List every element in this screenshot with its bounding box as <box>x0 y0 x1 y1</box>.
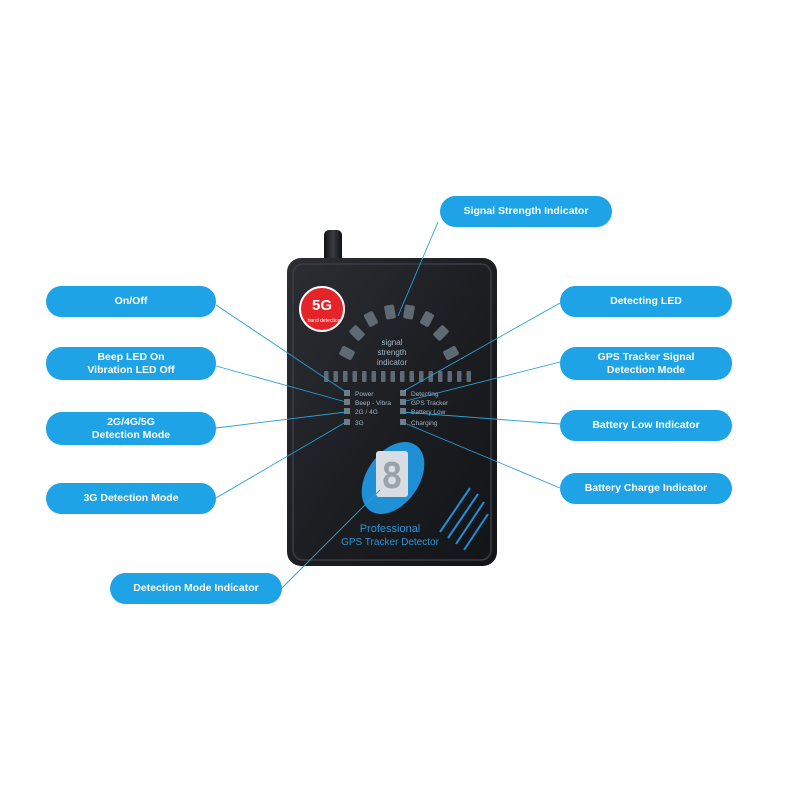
product-line-1: Professional <box>360 523 421 535</box>
callout-detection-mode-indicator: Detection Mode Indicator <box>110 573 282 604</box>
product-branding: Professional GPS Tracker Detector <box>341 487 489 551</box>
callout-battery-charge: Battery Charge Indicator <box>560 473 732 504</box>
leader-detecting <box>401 302 561 393</box>
callout-2g-4g-5g-line-2: Detection Mode <box>91 428 171 441</box>
led-labels-left: Power Beep - Vibra 2G / 4G 3G <box>355 391 391 427</box>
leader-detection-mode <box>281 489 381 589</box>
callout-beep-led-line-1: Beep LED On <box>97 350 165 363</box>
badge-main-text: 5G <box>312 297 332 314</box>
leader-lines <box>215 221 561 589</box>
callout-on-off: On/Off <box>46 286 216 317</box>
signal-label-line-2: strength <box>378 348 407 357</box>
callout-beep-led-line-2: Vibration LED Off <box>87 363 175 376</box>
detection-mode-display: 8 <box>361 441 425 515</box>
callout-gps-tracker-line-2: Detection Mode <box>606 363 686 376</box>
callout-detecting-led-text: Detecting LED <box>610 295 682 307</box>
signal-bar-segment <box>333 371 338 382</box>
leader-battery-low <box>401 411 561 425</box>
seven-segment-digit: 8 <box>381 456 403 497</box>
leader-signal-strength <box>397 221 439 317</box>
signal-strength-bar-row <box>324 371 471 382</box>
led-label-battery-low: Battery Low <box>411 409 446 416</box>
led-left-square <box>344 408 350 414</box>
product-line-2: GPS Tracker Detector <box>341 537 439 548</box>
signal-bar-segment <box>390 371 395 382</box>
callout-signal-strength: Signal Strength Indicator <box>440 196 612 227</box>
leader-beep <box>215 365 347 403</box>
leader-gps-tracker <box>401 361 561 403</box>
signal-bar-segment <box>428 371 433 382</box>
callout-battery-charge-text: Battery Charge Indicator <box>584 482 708 494</box>
callout-detection-mode-indicator-text: Detection Mode Indicator <box>133 582 259 594</box>
signal-label-line-3: indicator <box>377 358 408 367</box>
signal-bar-segment <box>447 371 452 382</box>
signal-bar-segment <box>352 371 357 382</box>
callout-battery-low: Battery Low Indicator <box>560 410 732 441</box>
callout-beep-led: Beep LED On Vibration LED Off <box>46 347 216 380</box>
signal-bar-segment <box>419 371 424 382</box>
led-label-beep-vibra: Beep - Vibra <box>355 400 391 407</box>
led-label-power: Power <box>355 391 374 398</box>
callout-3g-mode: 3G Detection Mode <box>46 483 216 514</box>
signal-strength-arc <box>339 304 459 360</box>
callout-2g-4g-5g-mode: 2G/4G/5G Detection Mode <box>46 412 216 445</box>
led-label-gps-tracker: GPS Tracker <box>411 400 449 407</box>
callout-battery-low-text: Battery Low Indicator <box>592 419 700 431</box>
led-labels-right: Detecting GPS Tracker Battery Low Chargi… <box>411 391 449 427</box>
led-right-square <box>400 390 406 396</box>
callout-gps-tracker-mode: GPS Tracker Signal Detection Mode <box>560 347 732 380</box>
signal-bar-segment <box>400 371 405 382</box>
signal-bar-segment <box>362 371 367 382</box>
signal-strength-label: signal strength indicator <box>377 338 408 367</box>
led-label-charging: Charging <box>411 420 438 427</box>
callout-gps-tracker-line-1: GPS Tracker Signal <box>597 350 695 363</box>
led-right-square <box>400 408 406 414</box>
signal-bar-segment <box>371 371 376 382</box>
5g-badge: 5G band detection <box>299 286 345 332</box>
signal-bar-segment <box>343 371 348 382</box>
led-label-3g: 3G <box>355 420 364 427</box>
led-label-2g-4g: 2G / 4G <box>355 409 378 416</box>
signal-label-line-1: signal <box>382 338 403 347</box>
callout-3g-mode-text: 3G Detection Mode <box>83 492 179 504</box>
leader-2g-4g-5g <box>215 411 347 429</box>
leader-on-off <box>215 304 347 393</box>
led-left-square <box>344 419 350 425</box>
callout-detecting-led: Detecting LED <box>560 286 732 317</box>
led-left-square <box>344 390 350 396</box>
signal-bar-segment <box>466 371 471 382</box>
callout-signal-strength-text: Signal Strength Indicator <box>463 205 589 217</box>
decorative-stripes <box>439 487 489 551</box>
seven-segment-window <box>376 451 408 497</box>
leader-3g <box>215 421 347 499</box>
badge-sub-text: band detection <box>308 318 341 324</box>
callout-2g-4g-5g-line-1: 2G/4G/5G <box>107 415 155 428</box>
led-label-detecting: Detecting <box>411 391 439 398</box>
signal-bar-segment <box>438 371 443 382</box>
callout-on-off-text: On/Off <box>114 295 148 307</box>
leader-battery-charge <box>401 421 561 489</box>
led-left-square <box>344 399 350 405</box>
signal-bar-segment <box>409 371 414 382</box>
signal-bar-segment <box>381 371 386 382</box>
signal-bar-segment <box>457 371 462 382</box>
